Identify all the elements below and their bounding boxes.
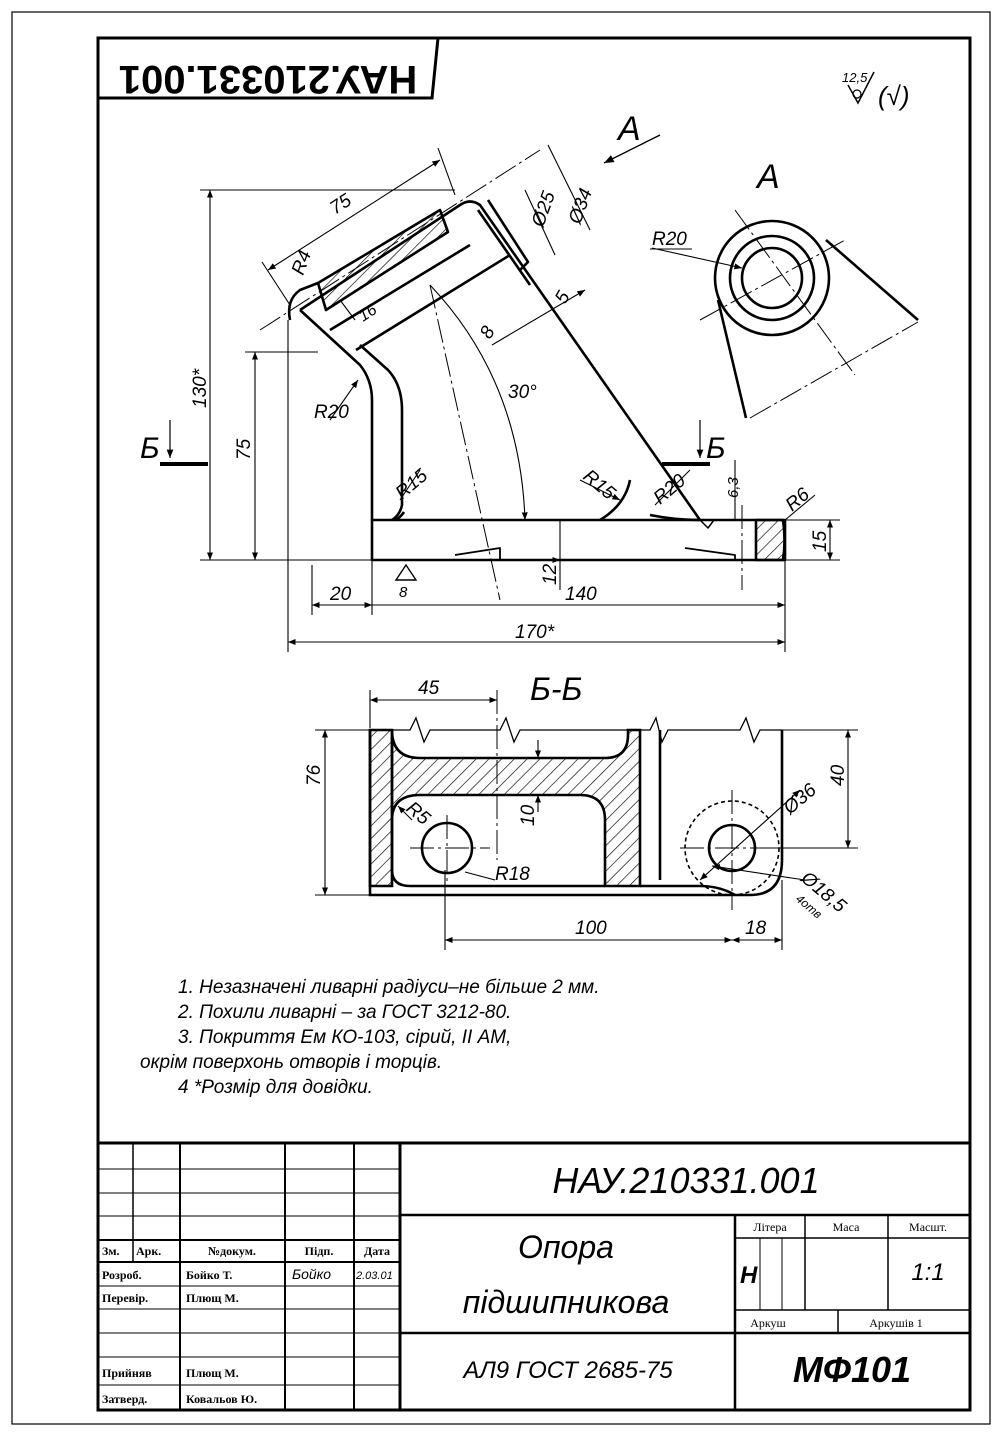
litera-label: Літера bbox=[753, 1220, 787, 1234]
roughness-suffix: (√) bbox=[878, 81, 910, 111]
note-1: 1. Незазначені ливарні радіуси–не більше… bbox=[178, 977, 600, 998]
base-roughness-symbol bbox=[394, 563, 418, 581]
role-accepted-name: Плющ М. bbox=[186, 1366, 239, 1380]
role-developed-name: Бойко Т. bbox=[186, 1268, 232, 1282]
section-dim-18: 18 bbox=[745, 918, 767, 939]
section-letter-right: Б bbox=[706, 432, 726, 465]
view-a-r20: R20 bbox=[652, 229, 687, 250]
col-ark: Арк. bbox=[136, 1244, 161, 1258]
view-a-arrow: А bbox=[603, 110, 661, 164]
outer-border bbox=[11, 11, 991, 1425]
section-dim-r18: R18 bbox=[495, 864, 530, 885]
roughness-value: 12,5 bbox=[842, 70, 868, 85]
role-approved-name: Ковальов Ю. bbox=[186, 1392, 257, 1406]
col-date: Дата bbox=[364, 1244, 390, 1258]
dim-5: 5 bbox=[551, 287, 575, 307]
note-3: 3. Покриття Ем КО-103, сірий, ІІ АМ, bbox=[178, 1027, 512, 1048]
col-ndoc: №докум. bbox=[208, 1244, 256, 1258]
role-developed-signature: Бойко bbox=[292, 1266, 331, 1282]
group-code: МФ101 bbox=[793, 1349, 911, 1390]
main-dimension-texts: 75 R4 16 Ø25 Ø34 5 8 30° R20 R15 R15 R20… bbox=[190, 186, 831, 643]
dim-140: 140 bbox=[565, 584, 597, 605]
dim-75-incline: 75 bbox=[326, 190, 356, 219]
section-marker-right: Б bbox=[662, 420, 726, 466]
note-3-continued: окрім поверхонь отворів і торців. bbox=[140, 1052, 443, 1073]
part-name-line1: Опора bbox=[518, 1229, 614, 1265]
title-block bbox=[98, 1141, 970, 1410]
section-view: Б-Б bbox=[304, 671, 858, 950]
dim-16: 16 bbox=[356, 301, 380, 325]
part-name-line2: підшипникова bbox=[463, 1284, 669, 1320]
dim-d25: Ø25 bbox=[528, 188, 561, 230]
role-checked-name: Плющ М. bbox=[186, 1291, 239, 1305]
view-a-title: А bbox=[755, 158, 780, 196]
note-2: 2. Похили ливарні – за ГОСТ 3212-80. bbox=[178, 1002, 512, 1023]
dim-r15-right: R15 bbox=[579, 466, 620, 505]
section-letter-left: Б bbox=[140, 432, 160, 465]
section-marker-left: Б bbox=[140, 420, 208, 466]
doc-number: НАУ.210331.001 bbox=[552, 1160, 819, 1201]
main-axis-lines bbox=[259, 149, 743, 601]
dim-20: 20 bbox=[329, 584, 352, 605]
section-dim-10: 10 bbox=[518, 804, 539, 826]
top-stamp-text: НАУ.210331.001 bbox=[119, 57, 418, 101]
main-view bbox=[287, 199, 787, 562]
dim-30-angle: 30° bbox=[508, 382, 537, 403]
dim-r15-left: R15 bbox=[392, 465, 433, 504]
dim-12: 12 bbox=[540, 563, 561, 585]
material: АЛ9 ГОСТ 2685-75 bbox=[461, 1357, 673, 1384]
sheet-label: Аркуш bbox=[750, 1316, 786, 1330]
section-dim-76: 76 bbox=[304, 764, 325, 786]
section-dim-d36: Ø36 bbox=[779, 779, 821, 819]
view-a: А R20 bbox=[650, 158, 919, 419]
dim-r20-left: R20 bbox=[314, 402, 349, 423]
main-dimension-lines bbox=[200, 144, 840, 652]
col-zm: Зм. bbox=[102, 1244, 120, 1258]
scale-value: 1:1 bbox=[911, 1259, 944, 1286]
role-checked: Перевір. bbox=[102, 1291, 148, 1305]
title-block-texts: НАУ.210331.001 Опора підшипникова АЛ9 ГО… bbox=[102, 1160, 947, 1406]
role-accepted: Прийняв bbox=[102, 1366, 152, 1380]
inner-frame bbox=[96, 36, 972, 1412]
role-developed: Розроб. bbox=[102, 1268, 142, 1282]
dim-8: 8 bbox=[476, 322, 500, 342]
section-dim-r5: R5 bbox=[402, 798, 434, 830]
section-dim-100: 100 bbox=[575, 918, 607, 939]
dim-130: 130* bbox=[190, 368, 211, 408]
section-dim-45: 45 bbox=[418, 678, 440, 699]
role-approved: Затверд. bbox=[102, 1392, 147, 1406]
dim-r6: R6 bbox=[782, 484, 814, 516]
roughness-symbol: 12,5 (√) bbox=[842, 70, 910, 111]
litera-value: Н bbox=[740, 1262, 758, 1289]
dim-15: 15 bbox=[810, 530, 831, 552]
dim-75-vertical: 75 bbox=[234, 438, 255, 460]
sheets-label: Аркушів 1 bbox=[869, 1316, 923, 1330]
dim-8-base: 8 bbox=[399, 584, 408, 601]
mass-label: Маса bbox=[833, 1220, 860, 1234]
section-dim-40: 40 bbox=[828, 764, 849, 786]
section-title: Б-Б bbox=[530, 671, 582, 707]
dim-d34: Ø34 bbox=[565, 186, 597, 228]
role-developed-date: 2.03.01 bbox=[355, 1270, 393, 1282]
dim-170: 170* bbox=[515, 622, 555, 643]
scale-label: Масшт. bbox=[909, 1220, 947, 1234]
col-pidp: Підп. bbox=[305, 1244, 334, 1258]
dim-6-3: 6,3 bbox=[725, 476, 742, 498]
note-4: 4 *Розмір для довідки. bbox=[178, 1077, 373, 1098]
top-stamp: НАУ.210331.001 bbox=[98, 36, 440, 101]
view-a-arrow-label: А bbox=[616, 110, 641, 148]
technical-notes: 1. Незазначені ливарні радіуси–не більше… bbox=[140, 975, 760, 1100]
dim-r4: R4 bbox=[288, 248, 316, 278]
